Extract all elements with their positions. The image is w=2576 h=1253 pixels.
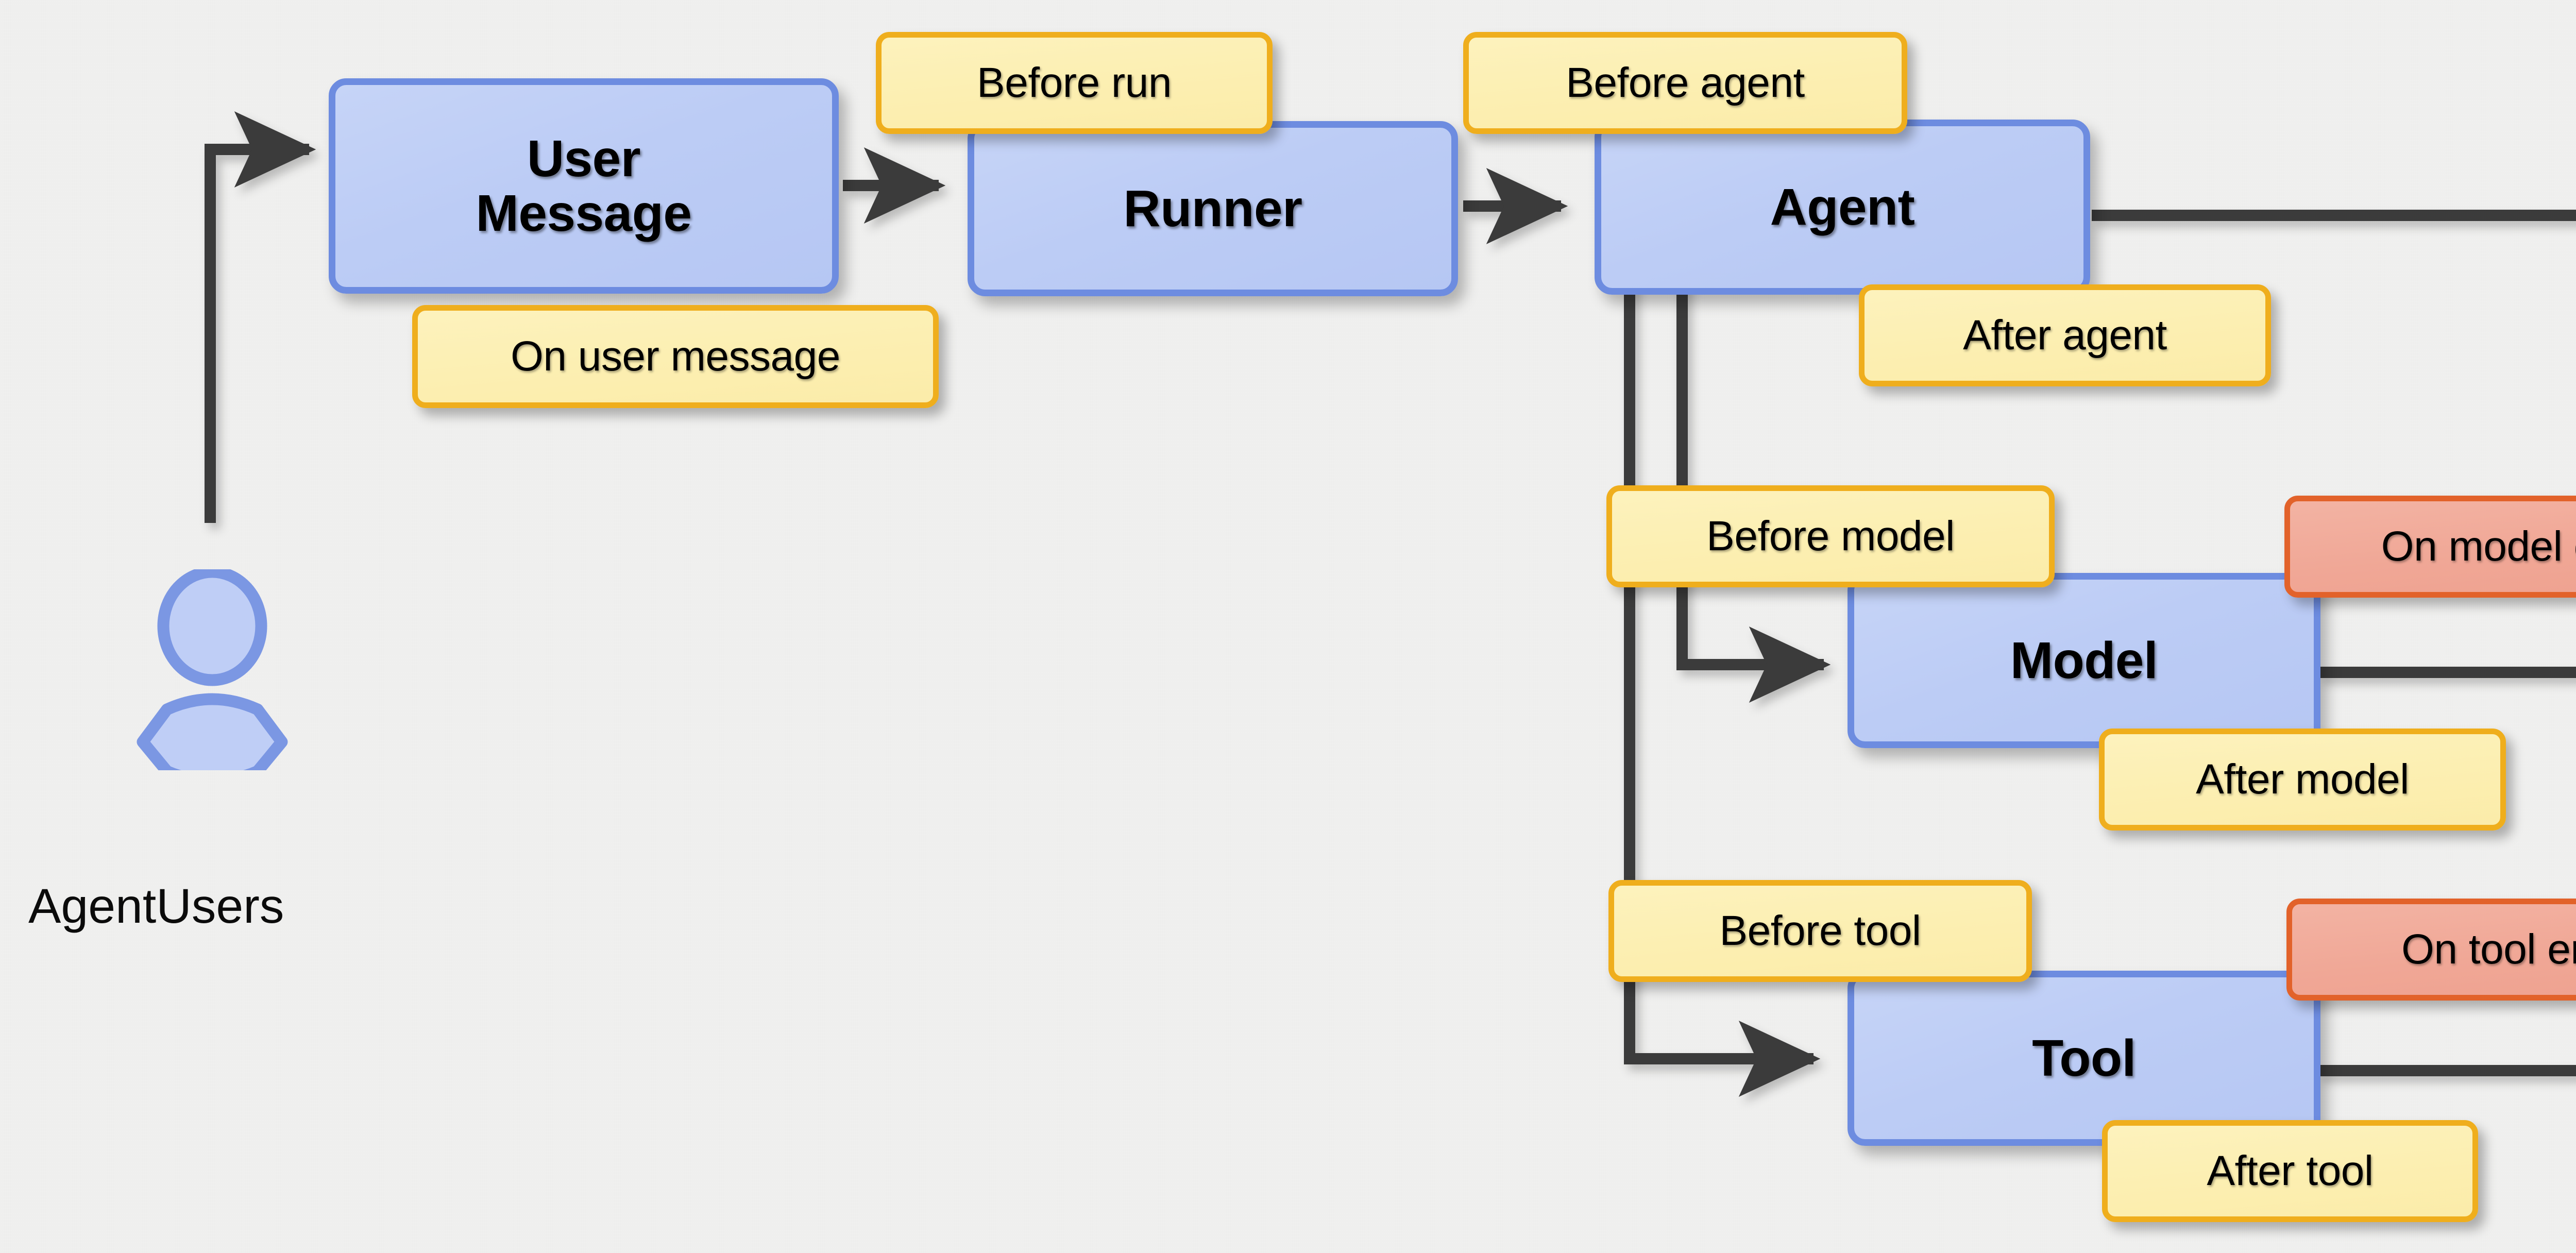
node-model-label: Model — [2010, 632, 2158, 689]
tag-after-model[interactable]: After model — [2099, 729, 2506, 831]
node-runner-start[interactable]: Runner — [968, 121, 1458, 296]
tag-after-tool-label: After tool — [2207, 1147, 2374, 1194]
tag-on-tool-error-label: On tool error — [2401, 926, 2576, 973]
tag-before-model-label: Before model — [1706, 513, 1955, 560]
tag-before-model[interactable]: Before model — [1606, 485, 2055, 587]
actor-person-icon — [137, 569, 288, 770]
edge-agent-to-model — [1676, 278, 1831, 703]
node-agent[interactable]: Agent — [1595, 120, 2090, 295]
node-user-message[interactable]: User Message — [329, 78, 839, 294]
tag-before-run[interactable]: Before run — [876, 32, 1273, 134]
edge-tool-to-event — [2318, 1065, 2576, 1076]
tag-before-tool-label: Before tool — [1719, 907, 1921, 954]
edge-actor-to-user-message — [205, 111, 316, 523]
node-runner-start-label: Runner — [1123, 180, 1303, 238]
tag-on-model-error[interactable]: On model error — [2284, 496, 2576, 598]
node-tool[interactable]: Tool — [1848, 971, 2320, 1146]
node-user-message-label: User Message — [476, 130, 692, 242]
actor-label: AgentUsers — [28, 879, 284, 934]
tag-on-model-error-label: On model error — [2381, 523, 2576, 570]
tag-on-tool-error[interactable]: On tool error — [2286, 899, 2576, 1001]
edge-agent-to-event — [2092, 210, 2576, 221]
tag-on-user-message-label: On user message — [511, 333, 840, 380]
node-model[interactable]: Model — [1848, 573, 2320, 748]
tag-after-model-label: After model — [2196, 756, 2409, 803]
tag-after-tool[interactable]: After tool — [2102, 1120, 2478, 1222]
tag-before-agent-label: Before agent — [1566, 59, 1805, 106]
tag-before-agent[interactable]: Before agent — [1463, 32, 1907, 134]
tag-before-tool[interactable]: Before tool — [1608, 880, 2032, 982]
tag-on-user-message[interactable]: On user message — [412, 305, 939, 408]
tag-after-agent-label: After agent — [1963, 312, 2167, 359]
tag-after-agent[interactable]: After agent — [1859, 284, 2271, 386]
node-agent-label: Agent — [1770, 178, 1915, 236]
node-tool-label: Tool — [2032, 1029, 2136, 1087]
tag-before-run-label: Before run — [977, 59, 1172, 106]
